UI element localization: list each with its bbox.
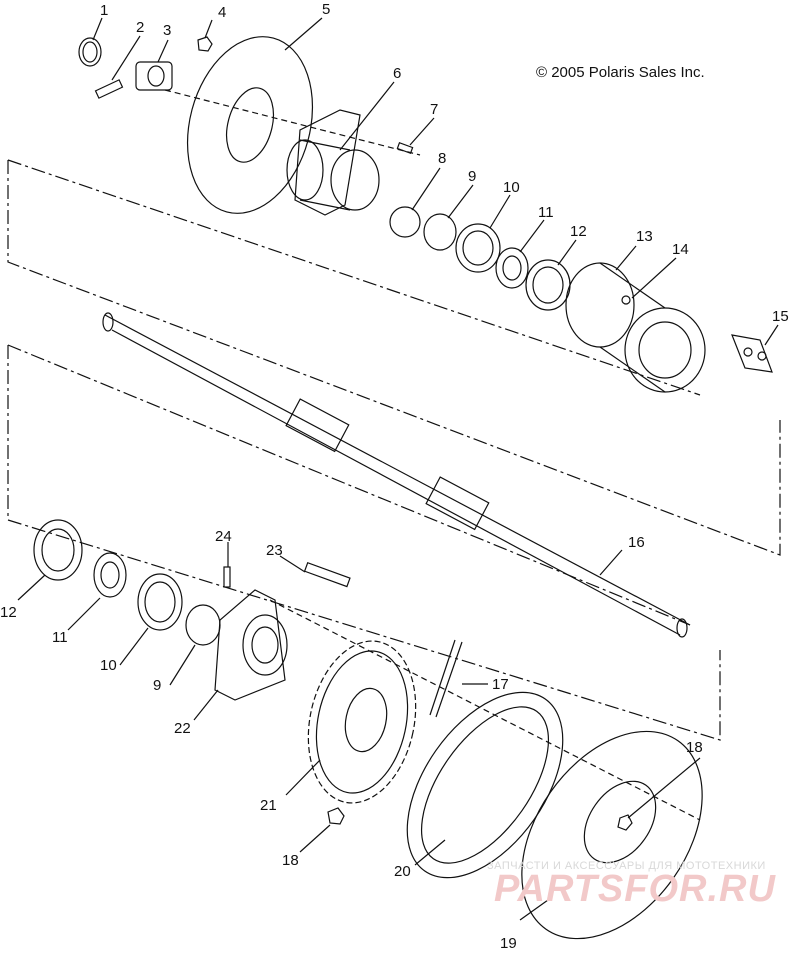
guide-line-upper <box>7 160 781 556</box>
callout-14: 14 <box>672 241 689 258</box>
callout-18: 18 <box>686 739 703 756</box>
axis-line-top <box>164 89 421 156</box>
part-axle <box>102 312 691 638</box>
part-sprocket <box>307 640 417 804</box>
part-bearing-11-lower <box>93 552 127 598</box>
part-nut-top <box>197 36 213 52</box>
callout-9: 9 <box>468 168 476 185</box>
callout-2: 2 <box>136 19 144 36</box>
part-housing <box>565 262 706 393</box>
callout-1: 1 <box>100 2 108 19</box>
part-rear-disc <box>521 730 703 940</box>
part-brake-disc <box>186 36 314 214</box>
callout-10: 10 <box>503 179 520 196</box>
callout-12-lower: 12 <box>0 604 17 621</box>
callout-11-lower: 11 <box>52 629 68 646</box>
callout-18-lower: 18 <box>282 852 299 869</box>
guide-line-upper-top <box>7 159 701 396</box>
part-brake-ring <box>406 691 564 879</box>
callout-16: 16 <box>628 534 645 551</box>
callout-22: 22 <box>174 720 191 737</box>
callout-19: 19 <box>500 935 517 952</box>
callout-13: 13 <box>636 228 653 245</box>
callout-11: 11 <box>538 204 554 221</box>
watermark-logo: PARTSFOR.RU <box>494 868 776 910</box>
callout-9-lower: 9 <box>153 677 161 694</box>
part-bracket <box>731 334 773 373</box>
part-brake-line <box>429 639 463 718</box>
part-bolt-24 <box>223 566 231 588</box>
guide-line-lower <box>7 345 721 741</box>
callout-20: 20 <box>394 863 411 880</box>
callout-3: 3 <box>163 22 171 39</box>
part-bearing-11 <box>495 247 529 289</box>
callout-10-lower: 10 <box>100 657 117 674</box>
callout-24: 24 <box>215 528 232 545</box>
part-hub <box>286 109 380 216</box>
callout-23: 23 <box>266 542 283 559</box>
axis-line-mid <box>269 599 701 821</box>
part-cylinder <box>135 61 173 91</box>
part-pin <box>94 79 124 99</box>
guide-line-lower-top <box>7 344 691 626</box>
part-ring-8 <box>389 206 421 238</box>
part-ring-9-lower <box>185 604 221 646</box>
callout-17: 17 <box>492 676 509 693</box>
copyright-text: © 2005 Polaris Sales Inc. <box>536 64 705 81</box>
part-bearing-cup-12 <box>525 259 571 311</box>
part-bearing-carrier <box>214 589 288 701</box>
callout-21: 21 <box>260 797 277 814</box>
part-bearing-race-10-lower <box>137 573 183 631</box>
callout-8: 8 <box>438 150 446 167</box>
part-bolt-23 <box>303 561 351 588</box>
part-bolt-top <box>396 142 414 154</box>
callout-7: 7 <box>430 101 438 118</box>
callout-12: 12 <box>570 223 587 240</box>
part-bearing-cup-12-lower <box>33 519 83 581</box>
callout-5: 5 <box>322 1 330 18</box>
callout-6: 6 <box>393 65 401 82</box>
part-fitting-14 <box>621 295 631 305</box>
callout-4: 4 <box>218 4 226 21</box>
part-ring-9 <box>423 213 457 251</box>
watermark-tagline: ЗАПЧАСТИ И АКСЕССУАРЫ ДЛЯ МОТОТЕХНИКИ <box>487 860 766 872</box>
callout-15: 15 <box>772 308 789 325</box>
part-snap-ring <box>78 37 102 67</box>
part-bearing-race-10 <box>455 223 501 273</box>
part-nut-lower <box>327 807 345 825</box>
